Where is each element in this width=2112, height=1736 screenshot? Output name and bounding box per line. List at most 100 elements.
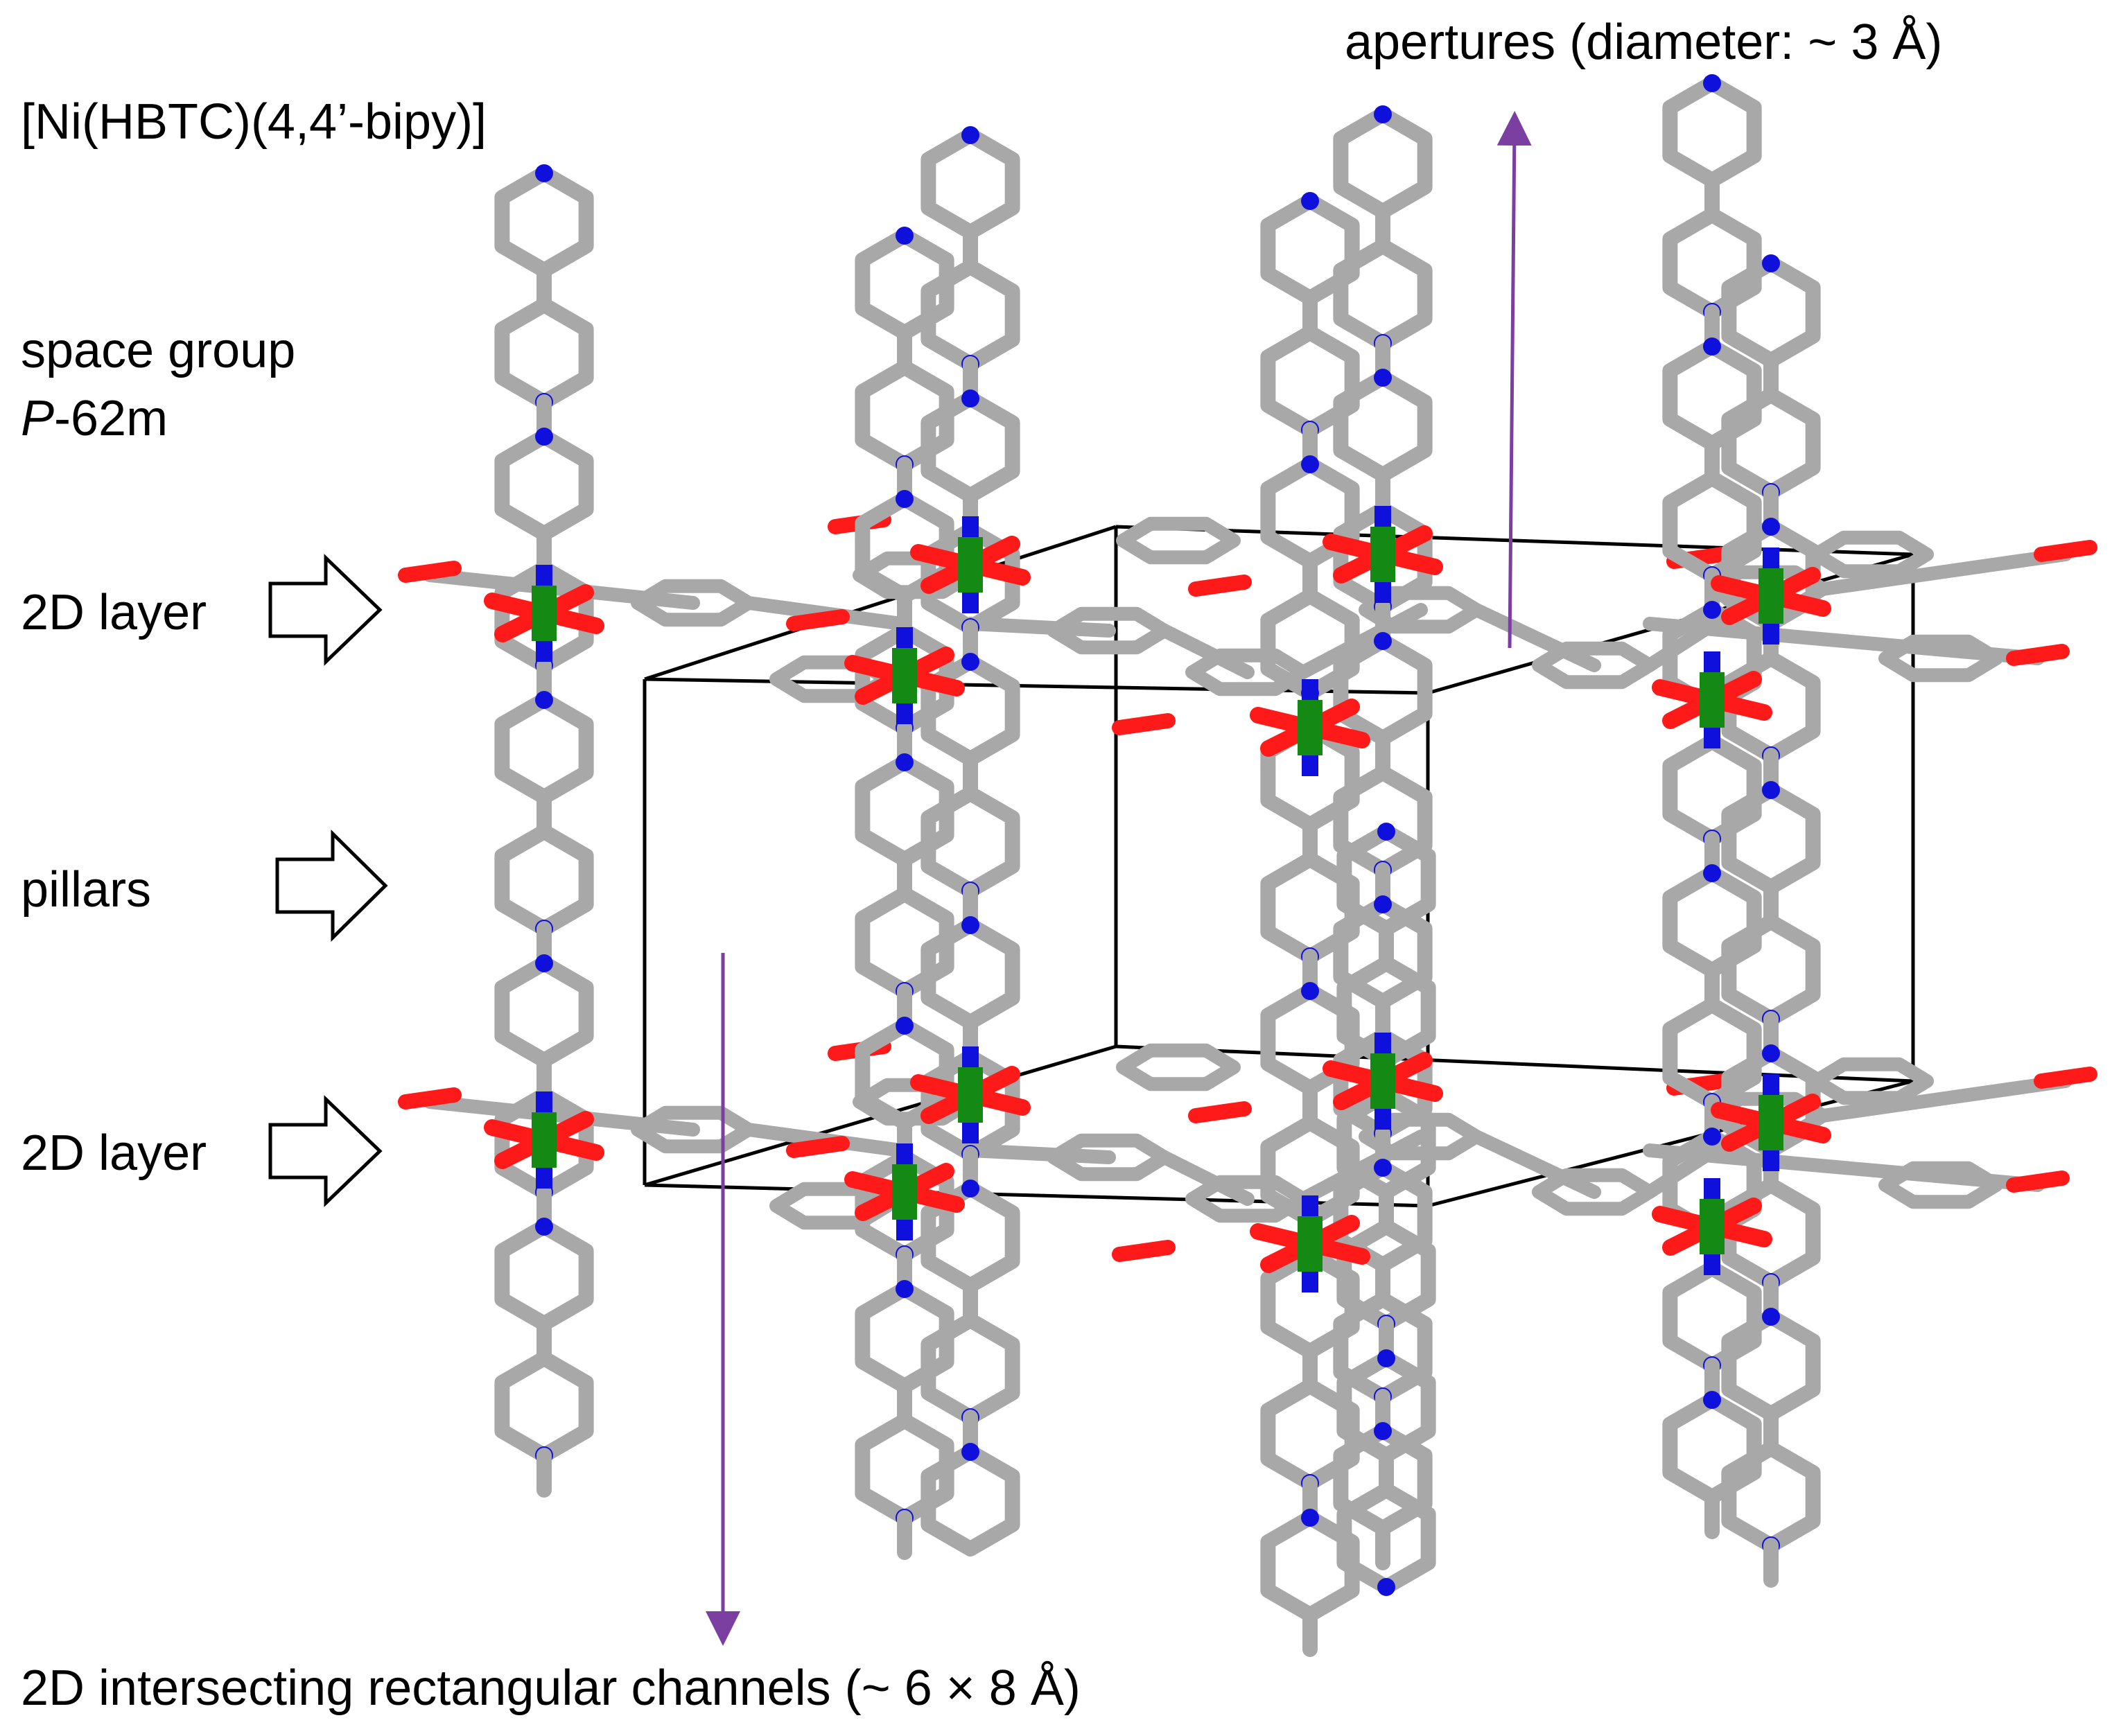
nickel-atom xyxy=(1370,527,1395,582)
nitrogen-atom xyxy=(1301,982,1319,1000)
2d-layers xyxy=(398,512,2097,1262)
linker-bond xyxy=(963,1143,1116,1164)
nitrogen-atom xyxy=(1374,105,1392,123)
nickel-atom xyxy=(532,586,557,641)
nickel-atom xyxy=(958,537,983,593)
pyridine-ring xyxy=(1333,370,1433,482)
pyridine-ring xyxy=(494,297,594,410)
nitrogen-atom xyxy=(1703,337,1721,356)
nickel-atom xyxy=(1700,672,1725,728)
pyridine-ring xyxy=(1333,633,1433,746)
carboxylate-oxygen xyxy=(786,609,850,631)
pyridine-ring xyxy=(494,824,594,936)
linker-bond xyxy=(1296,603,1428,679)
carboxylate-oxygen xyxy=(1112,713,1176,735)
nitrogen-atom xyxy=(961,1180,979,1198)
nitrogen-atom xyxy=(1377,823,1395,841)
layer-top-label: 2D layer xyxy=(21,585,207,640)
nickel-atom xyxy=(892,1164,917,1220)
linker-bond xyxy=(963,617,1116,638)
benzene-ring xyxy=(1878,634,2003,683)
nitrogen-atom xyxy=(896,1280,914,1298)
nickel-atom xyxy=(958,1067,983,1123)
pyridine-ring xyxy=(494,956,594,1068)
pyridine-ring xyxy=(1662,207,1762,319)
pillars-label: pillars xyxy=(21,862,152,918)
nitrogen-atom xyxy=(535,164,553,182)
nickel-atom xyxy=(1298,700,1323,755)
nitrogen-atom xyxy=(1703,864,1721,882)
nitrogen-atom xyxy=(961,126,979,144)
pyridine-ring xyxy=(1662,339,1762,451)
pyridine-ring xyxy=(494,1219,594,1331)
nitrogen-atom xyxy=(1762,1044,1780,1062)
nitrogen-atom xyxy=(1301,455,1319,473)
carboxylate-oxygen xyxy=(2006,644,2070,666)
pyridine-ring xyxy=(494,166,594,278)
ni-nodes xyxy=(484,506,1831,1292)
aperture-arrow xyxy=(1496,111,1532,649)
carboxylate-oxygen xyxy=(2006,1171,2070,1193)
carboxylate-oxygen xyxy=(398,1087,462,1110)
nitrogen-atom xyxy=(1762,518,1780,536)
linker-bond xyxy=(1469,1130,1601,1199)
pyridine-ring xyxy=(494,1351,594,1463)
nitrogen-atom xyxy=(896,227,914,245)
nitrogen-atom xyxy=(961,653,979,671)
pyridine-ring xyxy=(1721,256,1821,368)
space-group-value: P-62m xyxy=(21,391,168,446)
carboxylate-oxygen xyxy=(1112,1240,1176,1262)
bipy-pillars xyxy=(494,74,1821,1657)
channels-label: 2D intersecting rectangular channels (~ … xyxy=(21,1660,1081,1716)
nitrogen-atom xyxy=(961,1443,979,1461)
nitrogen-atom xyxy=(1703,1128,1721,1146)
carboxylate-oxygen xyxy=(1188,1101,1252,1123)
linker-bond xyxy=(1643,1143,2045,1192)
pyridine-ring xyxy=(1721,387,1821,500)
layer-top-pointer-icon xyxy=(268,554,383,666)
linker-bond xyxy=(1296,1130,1428,1206)
nitrogen-atom xyxy=(535,691,553,709)
nickel-atom xyxy=(1758,1095,1783,1150)
nickel-atom xyxy=(1758,568,1783,624)
nitrogen-atom xyxy=(1374,632,1392,650)
nitrogen-atom xyxy=(1703,74,1721,92)
nitrogen-atom xyxy=(1377,1349,1395,1367)
linker-bond xyxy=(423,1095,700,1137)
pyridine-ring xyxy=(1662,1261,1762,1373)
nitrogen-atom xyxy=(1377,1578,1395,1596)
benzene-ring xyxy=(1532,641,1657,690)
nickel-atom xyxy=(532,1112,557,1168)
nitrogen-atom xyxy=(961,916,979,934)
pyridine-ring xyxy=(494,429,594,541)
nitrogen-atom xyxy=(1301,192,1319,210)
benzene-ring xyxy=(1116,1043,1241,1091)
nitrogen-atom xyxy=(1703,1391,1721,1409)
nitrogen-atom xyxy=(535,428,553,446)
space-group-label: space group xyxy=(21,323,296,378)
nitrogen-atom xyxy=(1762,1308,1780,1326)
nitrogen-atom xyxy=(1762,781,1780,799)
pyridine-ring xyxy=(920,1444,1020,1557)
pyridine-ring xyxy=(1333,238,1433,351)
pyridine-ring xyxy=(1662,866,1762,978)
nitrogen-atom xyxy=(1374,1422,1392,1440)
carboxylate-oxygen xyxy=(2034,540,2097,562)
linker-bond xyxy=(1158,1150,1255,1206)
benzene-ring xyxy=(1359,586,1483,634)
pyridine-ring xyxy=(1662,76,1762,188)
nickel-atom xyxy=(1298,1216,1323,1272)
linker-bond xyxy=(423,568,700,610)
benzene-ring xyxy=(1116,516,1241,565)
nitrogen-atom xyxy=(1374,369,1392,387)
nitrogen-atom xyxy=(535,1218,553,1236)
linker-bond xyxy=(1816,547,2072,596)
pyridine-ring xyxy=(1333,107,1433,219)
nitrogen-atom xyxy=(535,954,553,972)
pyridine-ring xyxy=(1721,782,1821,895)
nitrogen-atom xyxy=(961,389,979,407)
nickel-atom xyxy=(1700,1199,1725,1254)
pyridine-ring xyxy=(494,692,594,805)
apertures-label: apertures (diameter: ~ 3 Å) xyxy=(1345,15,1943,70)
